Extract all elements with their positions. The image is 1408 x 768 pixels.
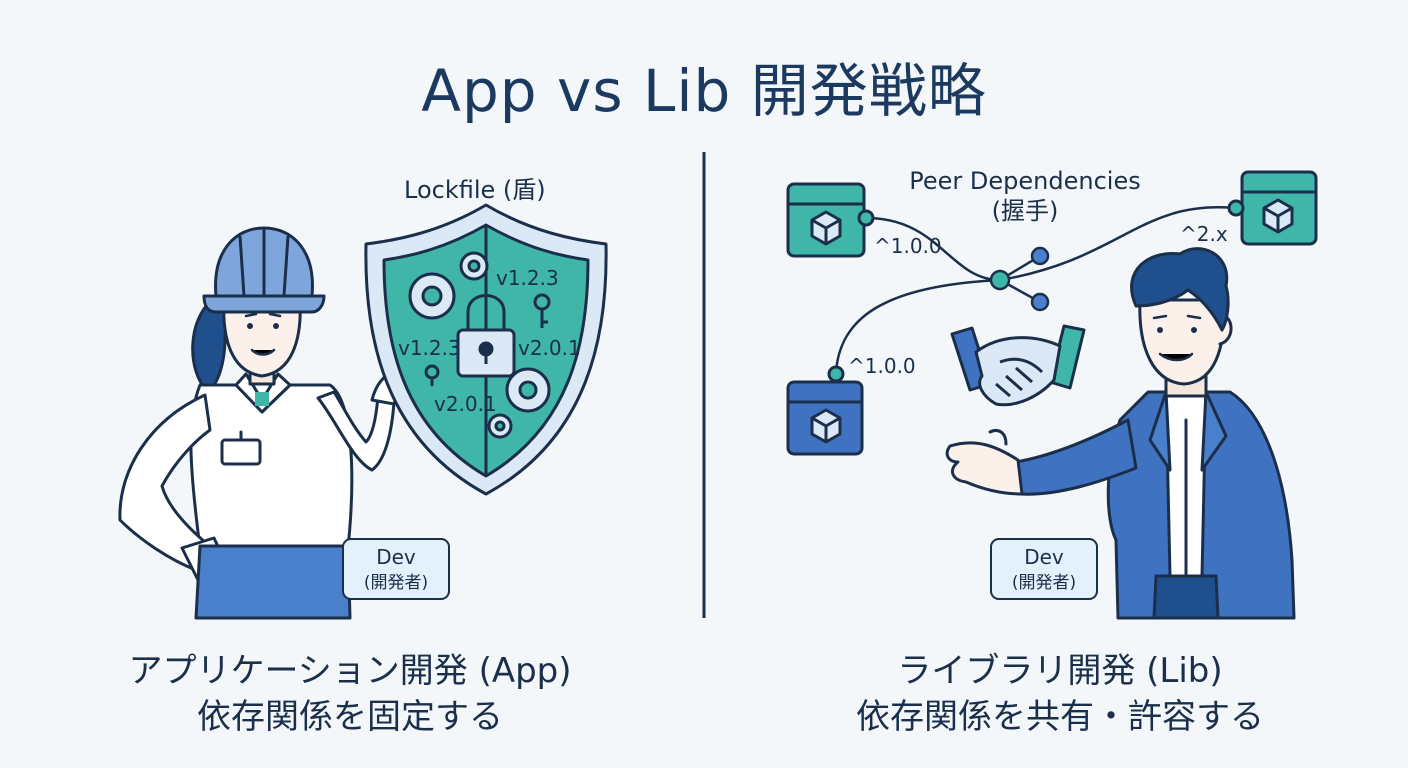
handshake-icon: [950, 324, 1086, 407]
version-range-label: ^1.0.0: [874, 234, 942, 258]
lib-developer-figure: [945, 247, 1296, 620]
peer-dependencies-title: Peer Dependencies: [909, 167, 1141, 195]
badge-subtitle: (開発者): [363, 573, 429, 593]
badge-title: Dev: [1024, 545, 1064, 569]
app-dev-badge: Dev (開発者): [342, 538, 450, 600]
app-caption-line1: アプリケーション開発 (App): [128, 651, 572, 691]
version-range-label: ^1.0.0: [848, 354, 916, 378]
badge-subtitle: (開発者): [1011, 573, 1077, 593]
version-range-label: ^2.x: [1180, 222, 1228, 246]
lib-dev-badge: Dev (開発者): [990, 538, 1098, 600]
gear-icon: [408, 251, 551, 439]
package-box-icon: [786, 182, 875, 258]
app-caption: アプリケーション開発 (App) 依存関係を固定する: [90, 648, 610, 740]
hard-hat-icon: [202, 226, 326, 314]
version-label: v1.2.3: [398, 336, 461, 360]
padlock-icon: [456, 294, 516, 378]
peer-dependencies-subtitle: (握手): [991, 197, 1059, 225]
app-developer-figure: [118, 298, 399, 620]
share-node-icon: [989, 246, 1050, 312]
peer-dependencies-label: Peer Dependencies (握手): [900, 166, 1150, 226]
badge-title: Dev: [376, 545, 416, 569]
package-box-icon: [1227, 170, 1318, 246]
page-title: App vs Lib 開発戦略: [421, 57, 987, 125]
version-label: v1.2.3: [496, 266, 559, 290]
lib-caption-line1: ライブラリ開発 (Lib): [897, 651, 1223, 691]
version-label: v2.0.1: [434, 392, 497, 416]
lib-caption-line2: 依存関係を共有・許容する: [856, 697, 1264, 737]
lib-caption: ライブラリ開発 (Lib) 依存関係を共有・許容する: [800, 648, 1320, 740]
package-box-icon: [786, 365, 864, 456]
version-label: v2.0.1: [518, 336, 581, 360]
lockfile-label: Lockfile (盾): [404, 176, 546, 204]
key-icon: [424, 293, 551, 386]
app-caption-line2: 依存関係を固定する: [197, 697, 503, 737]
